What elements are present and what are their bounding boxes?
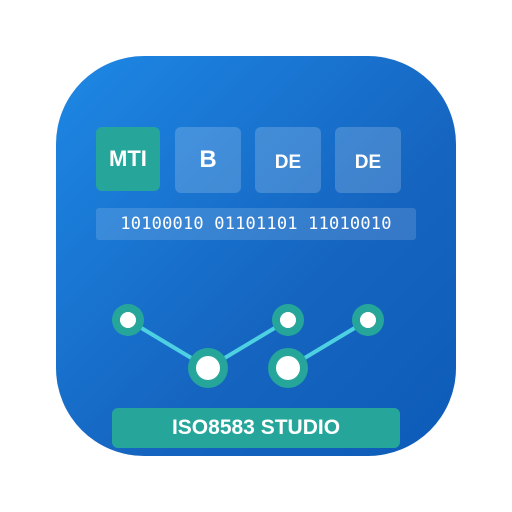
network-node-large-1 [188, 348, 228, 388]
network-graph-icon [112, 304, 384, 388]
bitmap-binary-strip: 10100010 01101101 11010010 [96, 208, 416, 240]
app-title: ISO8583 STUDIO [112, 408, 400, 448]
mti-field: MTI [96, 127, 160, 191]
network-node-small-1 [112, 304, 144, 336]
data-element-field-1: DE [255, 127, 321, 193]
bitmap-field: B [175, 127, 241, 193]
network-links [126, 318, 370, 370]
network-node-large-2 [268, 348, 308, 388]
network-node-small-2 [272, 304, 304, 336]
data-element-field-2: DE [335, 127, 401, 193]
app-icon: MTI B DE DE 10100010 01101101 11010010 [56, 56, 456, 456]
network-node-small-3 [352, 304, 384, 336]
